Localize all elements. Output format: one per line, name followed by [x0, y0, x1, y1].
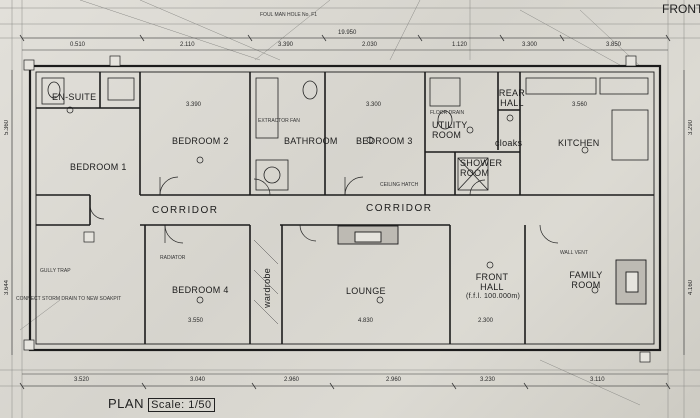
dim-right-b: 4.160 — [688, 280, 694, 296]
room-rear-hall: REAR HALL — [498, 88, 526, 108]
room-cloaks: cloaks — [495, 138, 523, 148]
drainage-points — [23, 55, 651, 363]
room-bathroom: BATHROOM — [284, 136, 338, 146]
dim-top-e: 1.120 — [452, 42, 468, 48]
room-bedroom-1: BEDROOM 1 — [70, 162, 127, 172]
dim-top-c: 3.390 — [278, 42, 294, 48]
room-shower: SHOWER ROOM — [460, 158, 503, 178]
door-swings — [89, 176, 559, 244]
room-bedroom-4: BEDROOM 4 — [172, 285, 229, 295]
room-lounge: LOUNGE — [346, 286, 386, 296]
dim-bot-f: 3.110 — [590, 377, 605, 383]
dim-bed3: 3.300 — [366, 102, 382, 108]
internal-walls — [36, 72, 654, 344]
front-hall-ffl: (f.f.l. 100.000m) — [466, 293, 521, 300]
plan-title: PLAN Scale: 1/50 — [108, 396, 215, 412]
dim-lounge: 4.830 — [358, 318, 374, 324]
room-front-hall: FRONT HALL — [475, 272, 509, 292]
dim-top-a: 0.510 — [70, 42, 86, 48]
note-gully-trap: GULLY TRAP — [40, 268, 71, 274]
dim-top-f: 3.300 — [522, 42, 538, 48]
dim-bot-e: 3.230 — [480, 377, 496, 383]
dim-bed4: 3.550 — [188, 318, 204, 324]
room-utility: UTILITY ROOM — [432, 120, 468, 140]
note-floor-drain: FLOOR DRAIN — [430, 110, 465, 116]
sanitary-fixtures — [41, 77, 649, 191]
dim-top-b: 2.110 — [180, 42, 195, 48]
corridor-right: CORRIDOR — [366, 203, 433, 214]
fireplaces — [337, 225, 647, 305]
room-bedroom-2: BEDROOM 2 — [172, 136, 229, 146]
dim-bot-d: 2.960 — [386, 377, 402, 383]
corridor-left: CORRIDOR — [152, 205, 219, 216]
plan-scale: Scale: 1/50 — [148, 398, 215, 412]
wardrobe-hatch — [253, 239, 279, 325]
note-storm-drain: CONNECT STORM DRAIN TO NEW SOAKPIT — [16, 296, 122, 302]
dim-bed2: 3.390 — [186, 102, 202, 108]
dim-bot-a: 3.520 — [74, 377, 90, 383]
room-ensuite: EN-SUITE — [52, 92, 97, 102]
note-radiator: RADIATOR — [160, 255, 186, 261]
dim-bot-b: 3.040 — [190, 377, 206, 383]
dim-top-g: 3.850 — [606, 42, 622, 48]
room-family: FAMILY ROOM — [569, 270, 603, 290]
wardrobe-label: wardrobe — [262, 268, 272, 308]
dim-kit: 3.560 — [572, 102, 588, 108]
dim-hall: 2.300 — [478, 318, 494, 324]
note-ceiling-hatch: CEILING HATCH — [380, 182, 419, 188]
electrical-symbols — [66, 106, 599, 304]
plan-label: PLAN — [108, 396, 144, 411]
dim-top-d: 2.030 — [362, 42, 378, 48]
note-extractor: EXTRACTOR FAN — [258, 118, 300, 124]
dim-bot-c: 2.960 — [284, 377, 300, 383]
note-foul-manhole: FOUL MAN HOLE No. F1 — [260, 12, 318, 18]
dim-right-a: 3.290 — [688, 120, 694, 136]
note-wall-vent: WALL VENT — [560, 250, 588, 256]
dim-left-a: 5.360 — [4, 120, 10, 136]
front-label: FRONT — [662, 2, 700, 16]
room-kitchen: KITCHEN — [558, 138, 600, 148]
dimension-lines — [11, 34, 685, 390]
dim-left-b: 3.644 — [4, 280, 10, 296]
dim-overall-top: 19.950 — [338, 30, 357, 36]
room-bedroom-3: BEDROOM 3 — [356, 136, 413, 146]
external-walls — [28, 64, 662, 352]
